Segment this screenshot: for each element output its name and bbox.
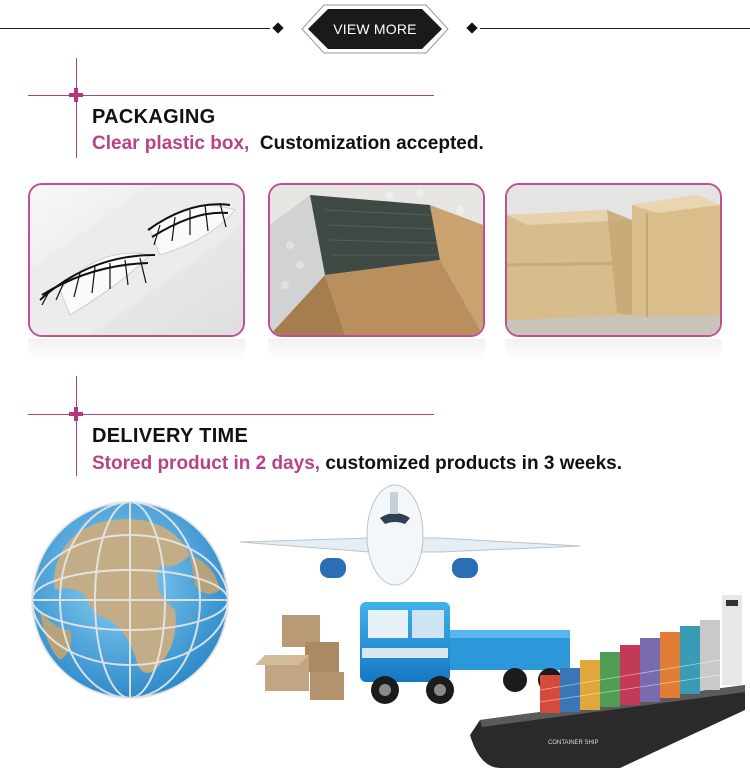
airplane-icon: [239, 484, 581, 586]
container-ship-icon: CONTAINER SHIP: [470, 595, 745, 768]
packaging-text: Customization accepted.: [259, 133, 484, 154]
delivery-subtitle: Stored product in 2 days, customized pro…: [92, 453, 622, 475]
packaging-plus-icon: [69, 88, 83, 102]
logistics-illustration: CONTAINER SHIP: [0, 480, 750, 768]
lash-tray-photo: [28, 183, 245, 337]
open-carton-reflection: [268, 339, 485, 361]
banner-rule-right: [480, 28, 750, 29]
packaging-title: PACKAGING: [92, 106, 216, 128]
banner-diamond-right-icon: [466, 22, 478, 34]
packaging-horizontal-rule: [28, 95, 434, 96]
banner-rule-left: [0, 28, 270, 29]
globe-icon: [31, 501, 229, 699]
svg-text:CONTAINER SHIP: CONTAINER SHIP: [548, 740, 599, 746]
delivery-highlight: Stored product in 2 days,: [92, 453, 321, 474]
view-more-label: VIEW MORE: [333, 21, 417, 37]
view-more-button[interactable]: VIEW MORE: [300, 3, 450, 55]
delivery-plus-icon: [69, 407, 83, 421]
delivery-vertical-rule: [76, 376, 77, 476]
delivery-horizontal-rule: [28, 414, 434, 415]
open-carton-photo: [268, 183, 485, 337]
packaging-subtitle: Clear plastic box, Customization accepte…: [92, 133, 484, 155]
truck-icon: [360, 602, 570, 704]
delivery-text: customized products in 3 weeks.: [325, 453, 623, 474]
sealed-cartons-reflection: [505, 339, 722, 361]
sealed-cartons-photo: [505, 183, 722, 337]
delivery-title: DELIVERY TIME: [92, 425, 249, 447]
banner-diamond-left-icon: [272, 22, 284, 34]
boxes-icon: [255, 615, 344, 700]
packaging-highlight: Clear plastic box,: [92, 133, 250, 154]
packaging-vertical-rule: [76, 58, 77, 158]
lash-tray-reflection: [28, 339, 245, 361]
